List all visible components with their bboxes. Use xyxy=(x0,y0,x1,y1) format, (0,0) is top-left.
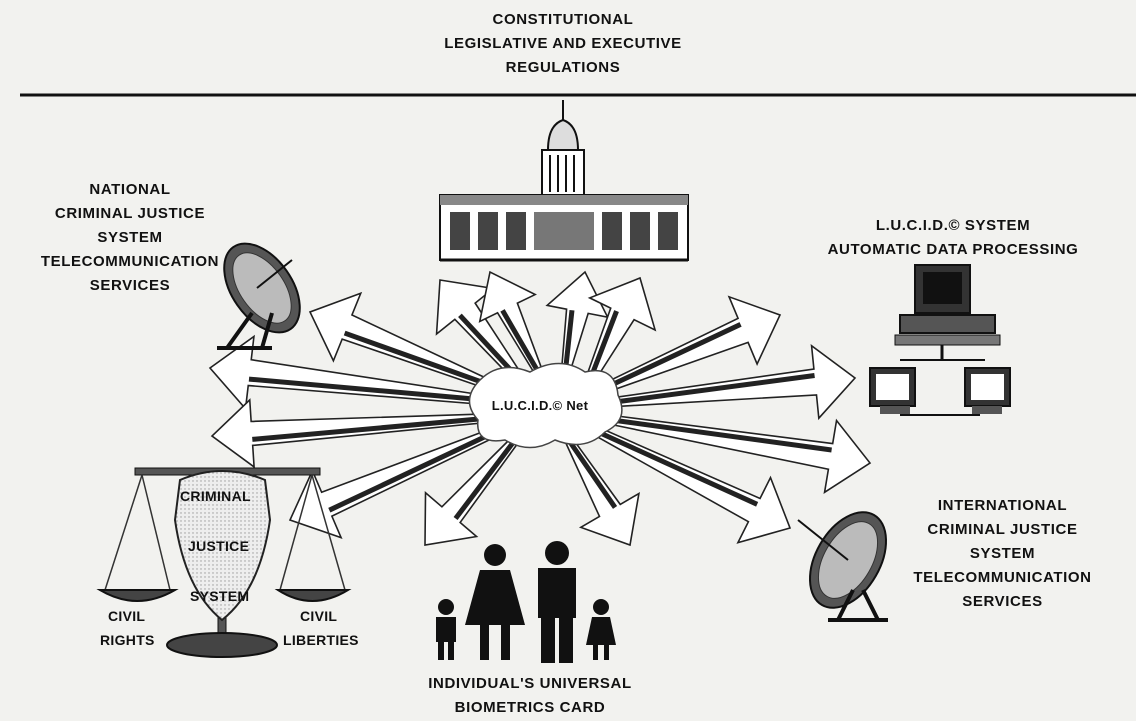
arrow-shade-6 xyxy=(252,415,491,442)
biometrics-line: INDIVIDUAL'S UNIVERSAL xyxy=(428,675,632,692)
civil-rights-line-1: CIVIL xyxy=(108,608,146,624)
arrow-shade-5 xyxy=(248,376,486,403)
arrow-3 xyxy=(584,276,657,384)
header-line: REGULATIONS xyxy=(505,59,621,76)
header-label: CONSTITUTIONAL LEGISLATIVE AND EXECUTIVE… xyxy=(378,8,748,80)
arrow-shade-11 xyxy=(614,373,815,405)
satellite-dish-icon xyxy=(797,511,888,622)
arrow-shade-1 xyxy=(500,309,543,377)
arrow-6 xyxy=(210,398,492,469)
arrow-shade-12 xyxy=(611,417,832,453)
arrow-shade-9 xyxy=(567,440,618,509)
header-line: CONSTITUTIONAL xyxy=(492,11,634,28)
arrow-shade-7 xyxy=(328,429,497,513)
arrow-13 xyxy=(594,426,792,544)
lucid-system-line: L.U.C.I.D.© SYSTEM xyxy=(875,217,1031,234)
arrow-shade-8 xyxy=(453,438,517,521)
national-line: SYSTEM xyxy=(97,229,163,246)
national-label: NATIONAL CRIMINAL JUSTICE SYSTEM TELECOM… xyxy=(0,178,260,298)
international-line: SYSTEM xyxy=(969,545,1036,562)
arrow-11 xyxy=(613,344,857,421)
hub-node xyxy=(468,362,623,449)
civil-liberties-line-2: LIBERTIES xyxy=(283,632,359,648)
header-line: LEGISLATIVE AND EXECUTIVE xyxy=(444,35,682,52)
arrow-shade-3 xyxy=(587,310,619,381)
shield-word-system: SYSTEM xyxy=(190,588,250,604)
national-line: CRIMINAL JUSTICE xyxy=(54,205,206,222)
arrow-5 xyxy=(208,334,487,411)
international-line: TELECOMMUNICATION xyxy=(913,569,1092,586)
police-shield-icon xyxy=(173,470,272,622)
civil-liberties-line-1: CIVIL xyxy=(300,608,338,624)
national-line: TELECOMMUNICATION xyxy=(40,253,220,270)
biometrics-line: BIOMETRICS CARD xyxy=(454,699,606,716)
national-line: NATIONAL xyxy=(89,181,171,198)
biometrics-label: INDIVIDUAL'S UNIVERSAL BIOMETRICS CARD xyxy=(380,672,680,720)
civil-rights-line-2: RIGHTS xyxy=(100,632,155,648)
shield-word-justice: JUSTICE xyxy=(188,538,250,554)
shield-word-criminal: CRIMINAL xyxy=(180,488,251,504)
national-line: SERVICES xyxy=(89,277,171,294)
international-line: INTERNATIONAL xyxy=(937,497,1068,514)
arrow-shade-10 xyxy=(603,322,742,391)
family-icon xyxy=(436,541,616,663)
international-line: SERVICES xyxy=(962,593,1043,610)
arrow-4 xyxy=(308,291,493,391)
arrow-12 xyxy=(610,414,872,494)
hub-label: L.U.C.I.D.© Net xyxy=(491,398,589,413)
computer-network-icon xyxy=(869,264,1011,416)
arrows-group xyxy=(208,270,872,547)
capitol-building-icon xyxy=(439,100,689,262)
arrow-shade-4 xyxy=(343,330,491,388)
lucid-system-line: AUTOMATIC DATA PROCESSING xyxy=(827,241,1079,258)
satellite-dish-icon xyxy=(217,242,301,350)
international-label: INTERNATIONAL CRIMINAL JUSTICE SYSTEM TE… xyxy=(880,494,1125,614)
lucid-system-label: L.U.C.I.D.© SYSTEM AUTOMATIC DATA PROCES… xyxy=(770,214,1136,262)
arrow-shade-13 xyxy=(596,429,759,507)
international-line: CRIMINAL JUSTICE xyxy=(927,521,1078,538)
